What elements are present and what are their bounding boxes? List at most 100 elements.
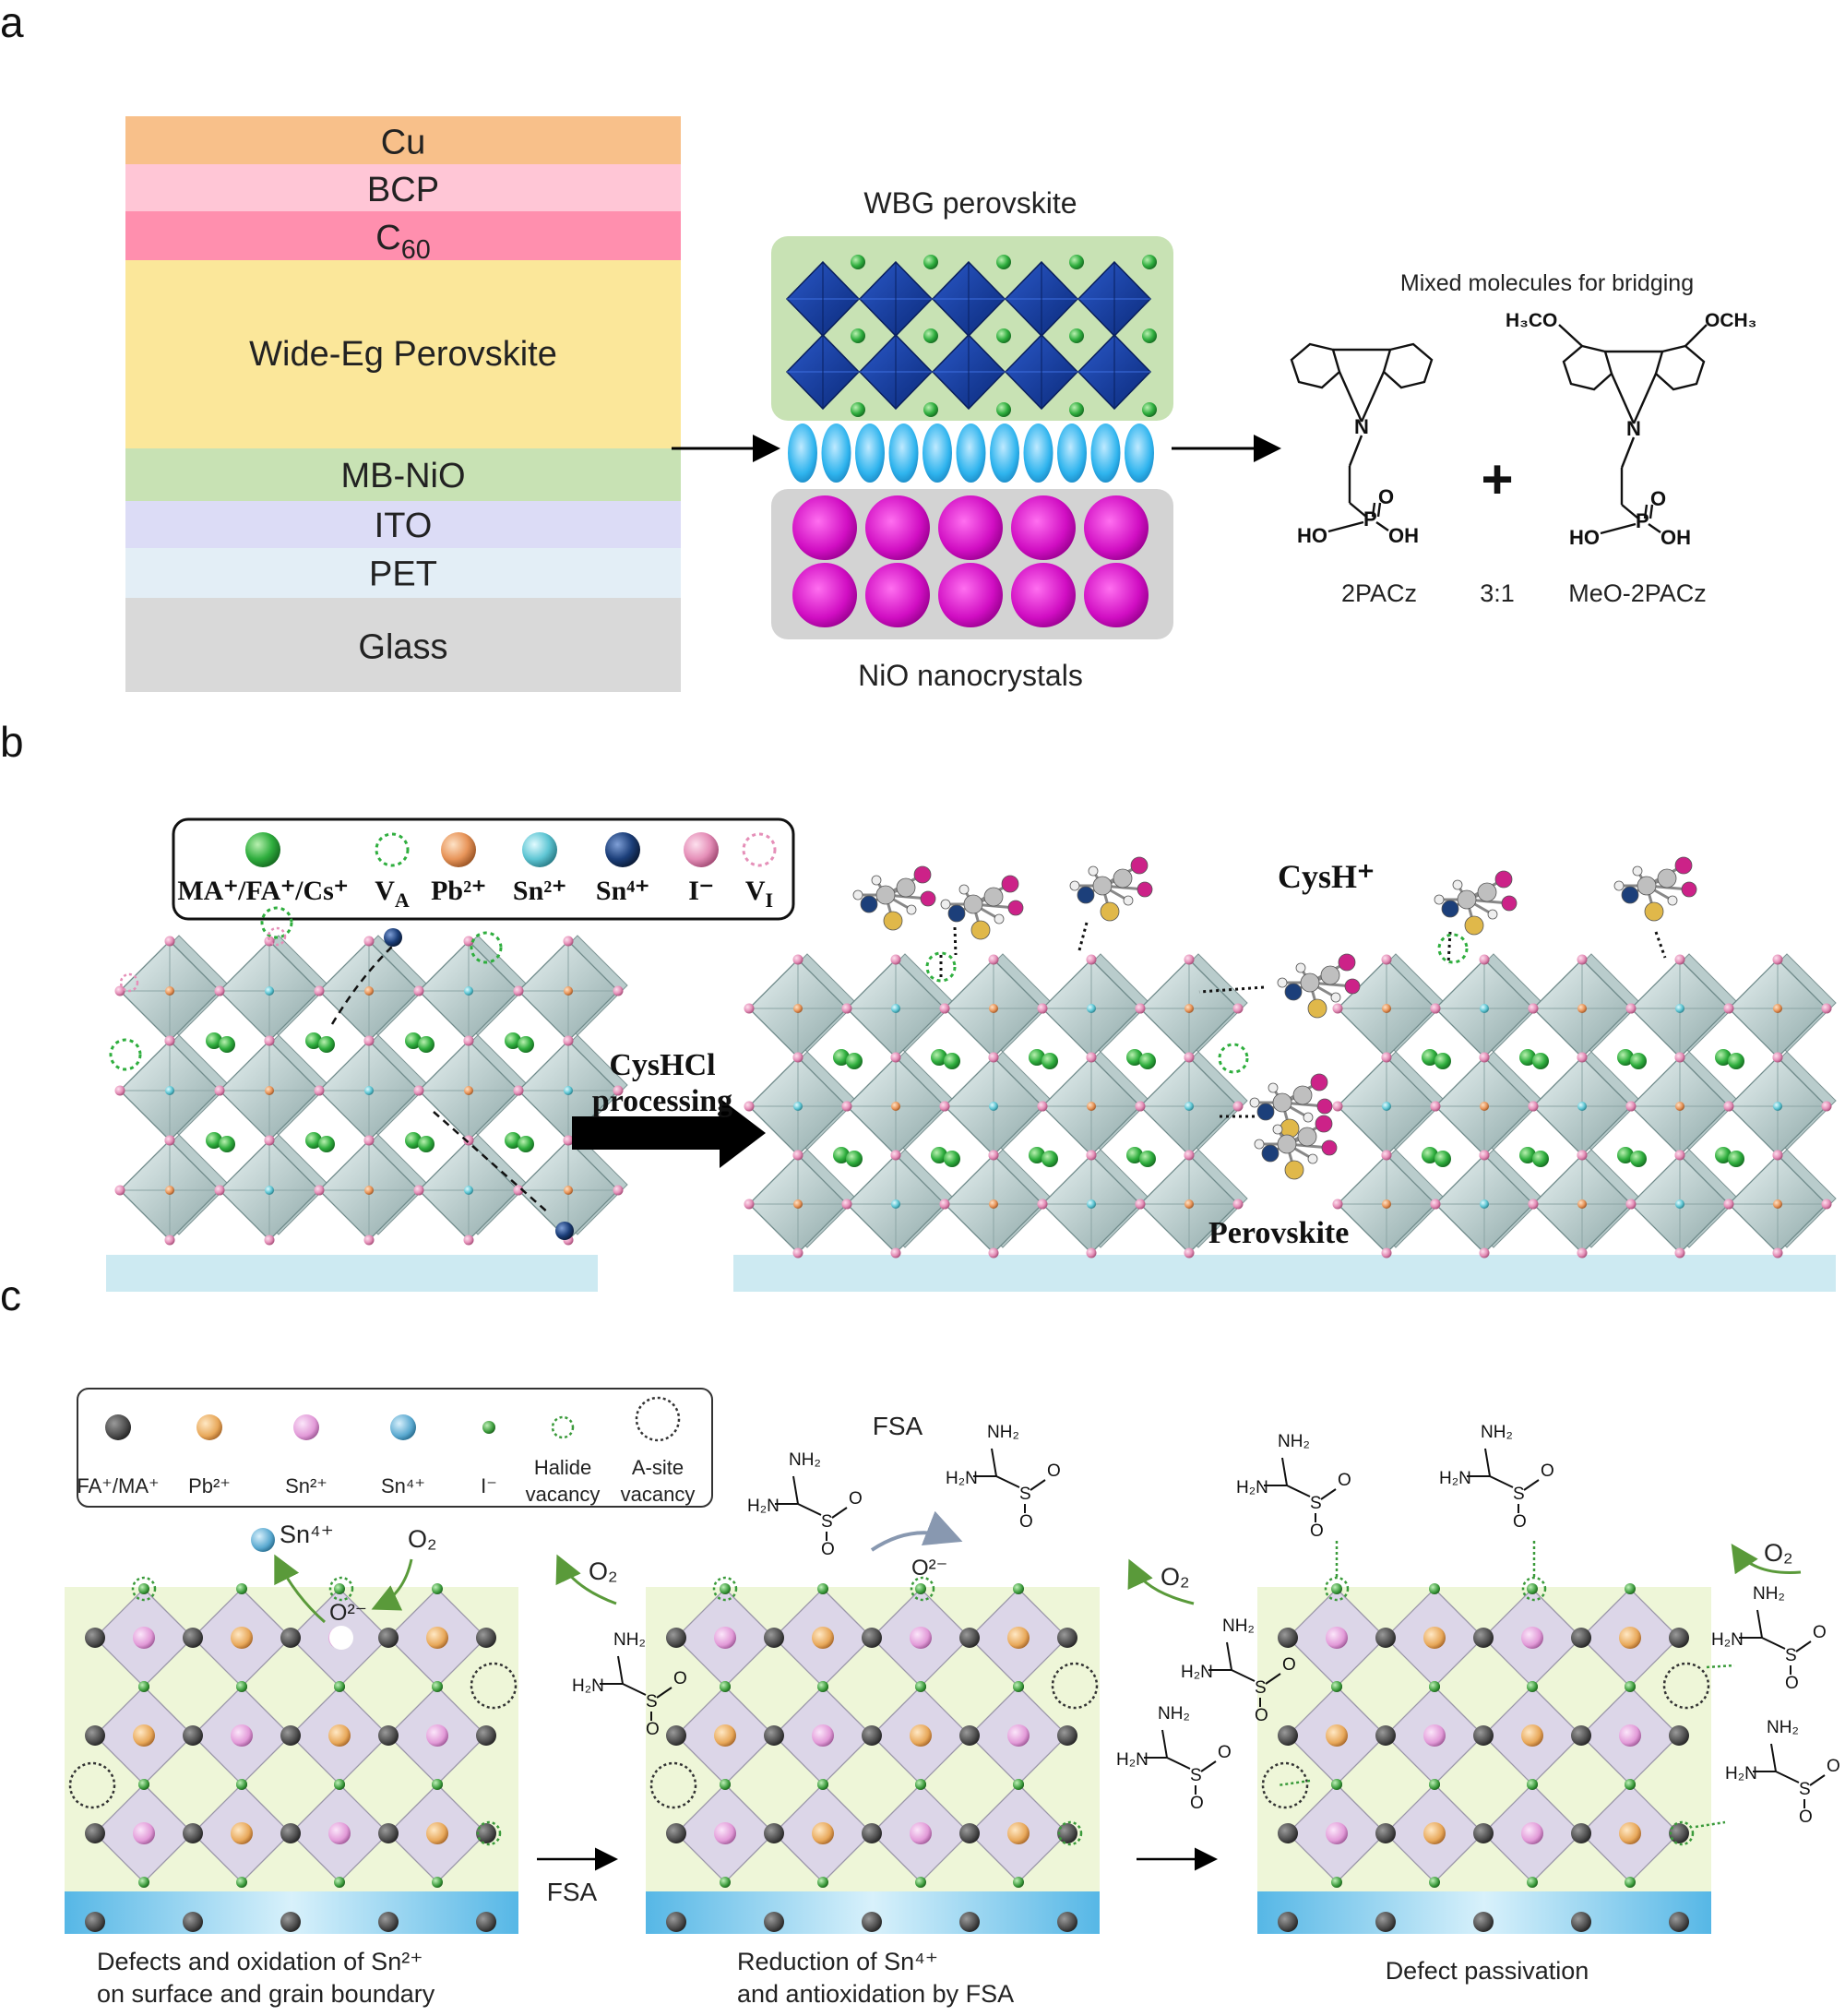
cysh-atom [1644,901,1664,922]
pb-ion [1619,1627,1641,1649]
a-site-cation-c [666,1725,686,1746]
cysh-atom [1277,977,1288,988]
pb-ion [133,1724,155,1747]
iodide-ion-c [1527,1779,1538,1790]
a-site-cation [1434,1151,1451,1167]
a-site-cation [1422,1049,1438,1066]
layer-label-subscript: 60 [401,235,431,265]
asite-vacancy-c [68,1761,116,1809]
a-site-cation-c [1669,1823,1689,1843]
nio-nanocrystal [938,563,1003,627]
b-site-cation [1773,1199,1782,1209]
a-site-cation-c [85,1823,105,1843]
cysh-atom [983,887,1004,907]
molecule-meo-right-substituent: OCH₃ [1705,310,1756,331]
a-site-cation [1532,1053,1549,1069]
fsa-bound-3-atom: H₂N [1711,1630,1744,1650]
a-site-cation [1630,1151,1647,1167]
fsa-bond [1265,1673,1281,1685]
layer-ito [125,501,681,548]
fsa-bond [1756,1609,1763,1639]
a-site-cation [931,1147,947,1163]
iodide-ion-c [1527,1583,1538,1594]
iodide-ion-c [236,1877,247,1888]
a-site-cation-c [280,1912,301,1932]
fsa-bound-1-atom: O [1310,1521,1324,1541]
molecule-meo-p: P [1636,509,1649,532]
o2-label-2: O₂ [589,1557,617,1585]
panel-c-label: c [0,1271,21,1319]
iodide-ion [792,954,803,965]
legend-b-sphere [245,832,280,867]
fsa-solution-3-atom: H₂N [1116,1750,1149,1770]
caption-3: Defect passivation [1386,1957,1589,1985]
nio-nanocrystal [1084,495,1149,560]
filled-vacancy [925,951,957,983]
process-label-line2: processing [592,1084,732,1118]
cysh-atom [1300,972,1320,993]
iodide-ion [1479,1247,1490,1259]
legend-c-label: A-site [632,1456,684,1479]
cysh-atom [1657,868,1677,889]
cysh-atom [1295,962,1306,973]
b-site-cation [989,1199,998,1209]
b-site-cation [1382,1102,1391,1111]
b-site-cation [1184,1102,1194,1111]
nio-nanocrystal [938,495,1003,560]
a-site-cation [1532,1151,1549,1167]
molecule-meo-n: N [1626,417,1641,440]
pb-ion [426,1822,448,1844]
hydrogen-bond [1198,985,1265,994]
fsa-solution-2-atom: NH₂ [1222,1616,1255,1636]
iodide-ion [214,1085,225,1096]
cysh-atom [1284,983,1303,1001]
iodide-ion-c [1013,1779,1024,1790]
iodide-ion [1135,1003,1146,1014]
iodide-ion [1381,1247,1392,1259]
asite-vacancy-c [1261,1761,1309,1809]
cysh-atom [1667,895,1678,906]
b-site-cation [464,986,473,996]
sam-molecule [922,423,952,483]
b-site-cation [1184,1199,1194,1209]
a-site-cation-c [183,1725,203,1746]
iodide-ion [114,1085,125,1096]
fsa-free-1-atom: NH₂ [789,1450,821,1470]
halide-vacancy-c [910,1576,935,1602]
sam-molecule [956,423,986,483]
a-site-cation-c [1375,1628,1396,1648]
nio-nanocrystal [865,563,930,627]
fsa-bound-4-atom: O [1827,1757,1840,1776]
iodide-ion-c [334,1877,345,1888]
sn4-label: Sn⁴⁺ [280,1521,334,1548]
a-site-cation-c [476,1725,496,1746]
halide-vacancy-c [1324,1576,1350,1602]
a-site-cation [1519,1147,1536,1163]
iodide-ion [1674,1150,1685,1161]
fsa-bond [1484,1448,1491,1477]
iodide-ion [1381,1052,1392,1063]
a-site-cation [1029,1049,1045,1066]
b-site-cation [265,1186,274,1195]
a-site-cation-c [1669,1725,1689,1746]
iodide-ion [264,1035,275,1046]
a-site-cation-c [959,1912,980,1932]
a-site-cation [846,1151,863,1167]
sn2-ion [910,1627,932,1649]
panel-b-treated-lattice-middle [744,953,1248,1259]
sn2-ion [1423,1724,1446,1747]
o2-release-arrow-3 [1127,1558,1195,1605]
iodide-ion [988,1150,999,1161]
iodide-ion [1232,1199,1244,1210]
cysh-atom [875,885,896,905]
a-site-cation-c [476,1628,496,1648]
fsa-bond [1030,1479,1046,1491]
fsa-bound-1-atom: S [1310,1494,1322,1513]
nio-nanocrystal [1011,563,1076,627]
cysh-atom [1272,1092,1292,1113]
a-site-cation [206,1032,222,1049]
iodide-ion [1479,954,1490,965]
b-site-cation [1675,1004,1684,1013]
iodide-ion [314,985,325,996]
iodide-ion [164,1235,175,1246]
